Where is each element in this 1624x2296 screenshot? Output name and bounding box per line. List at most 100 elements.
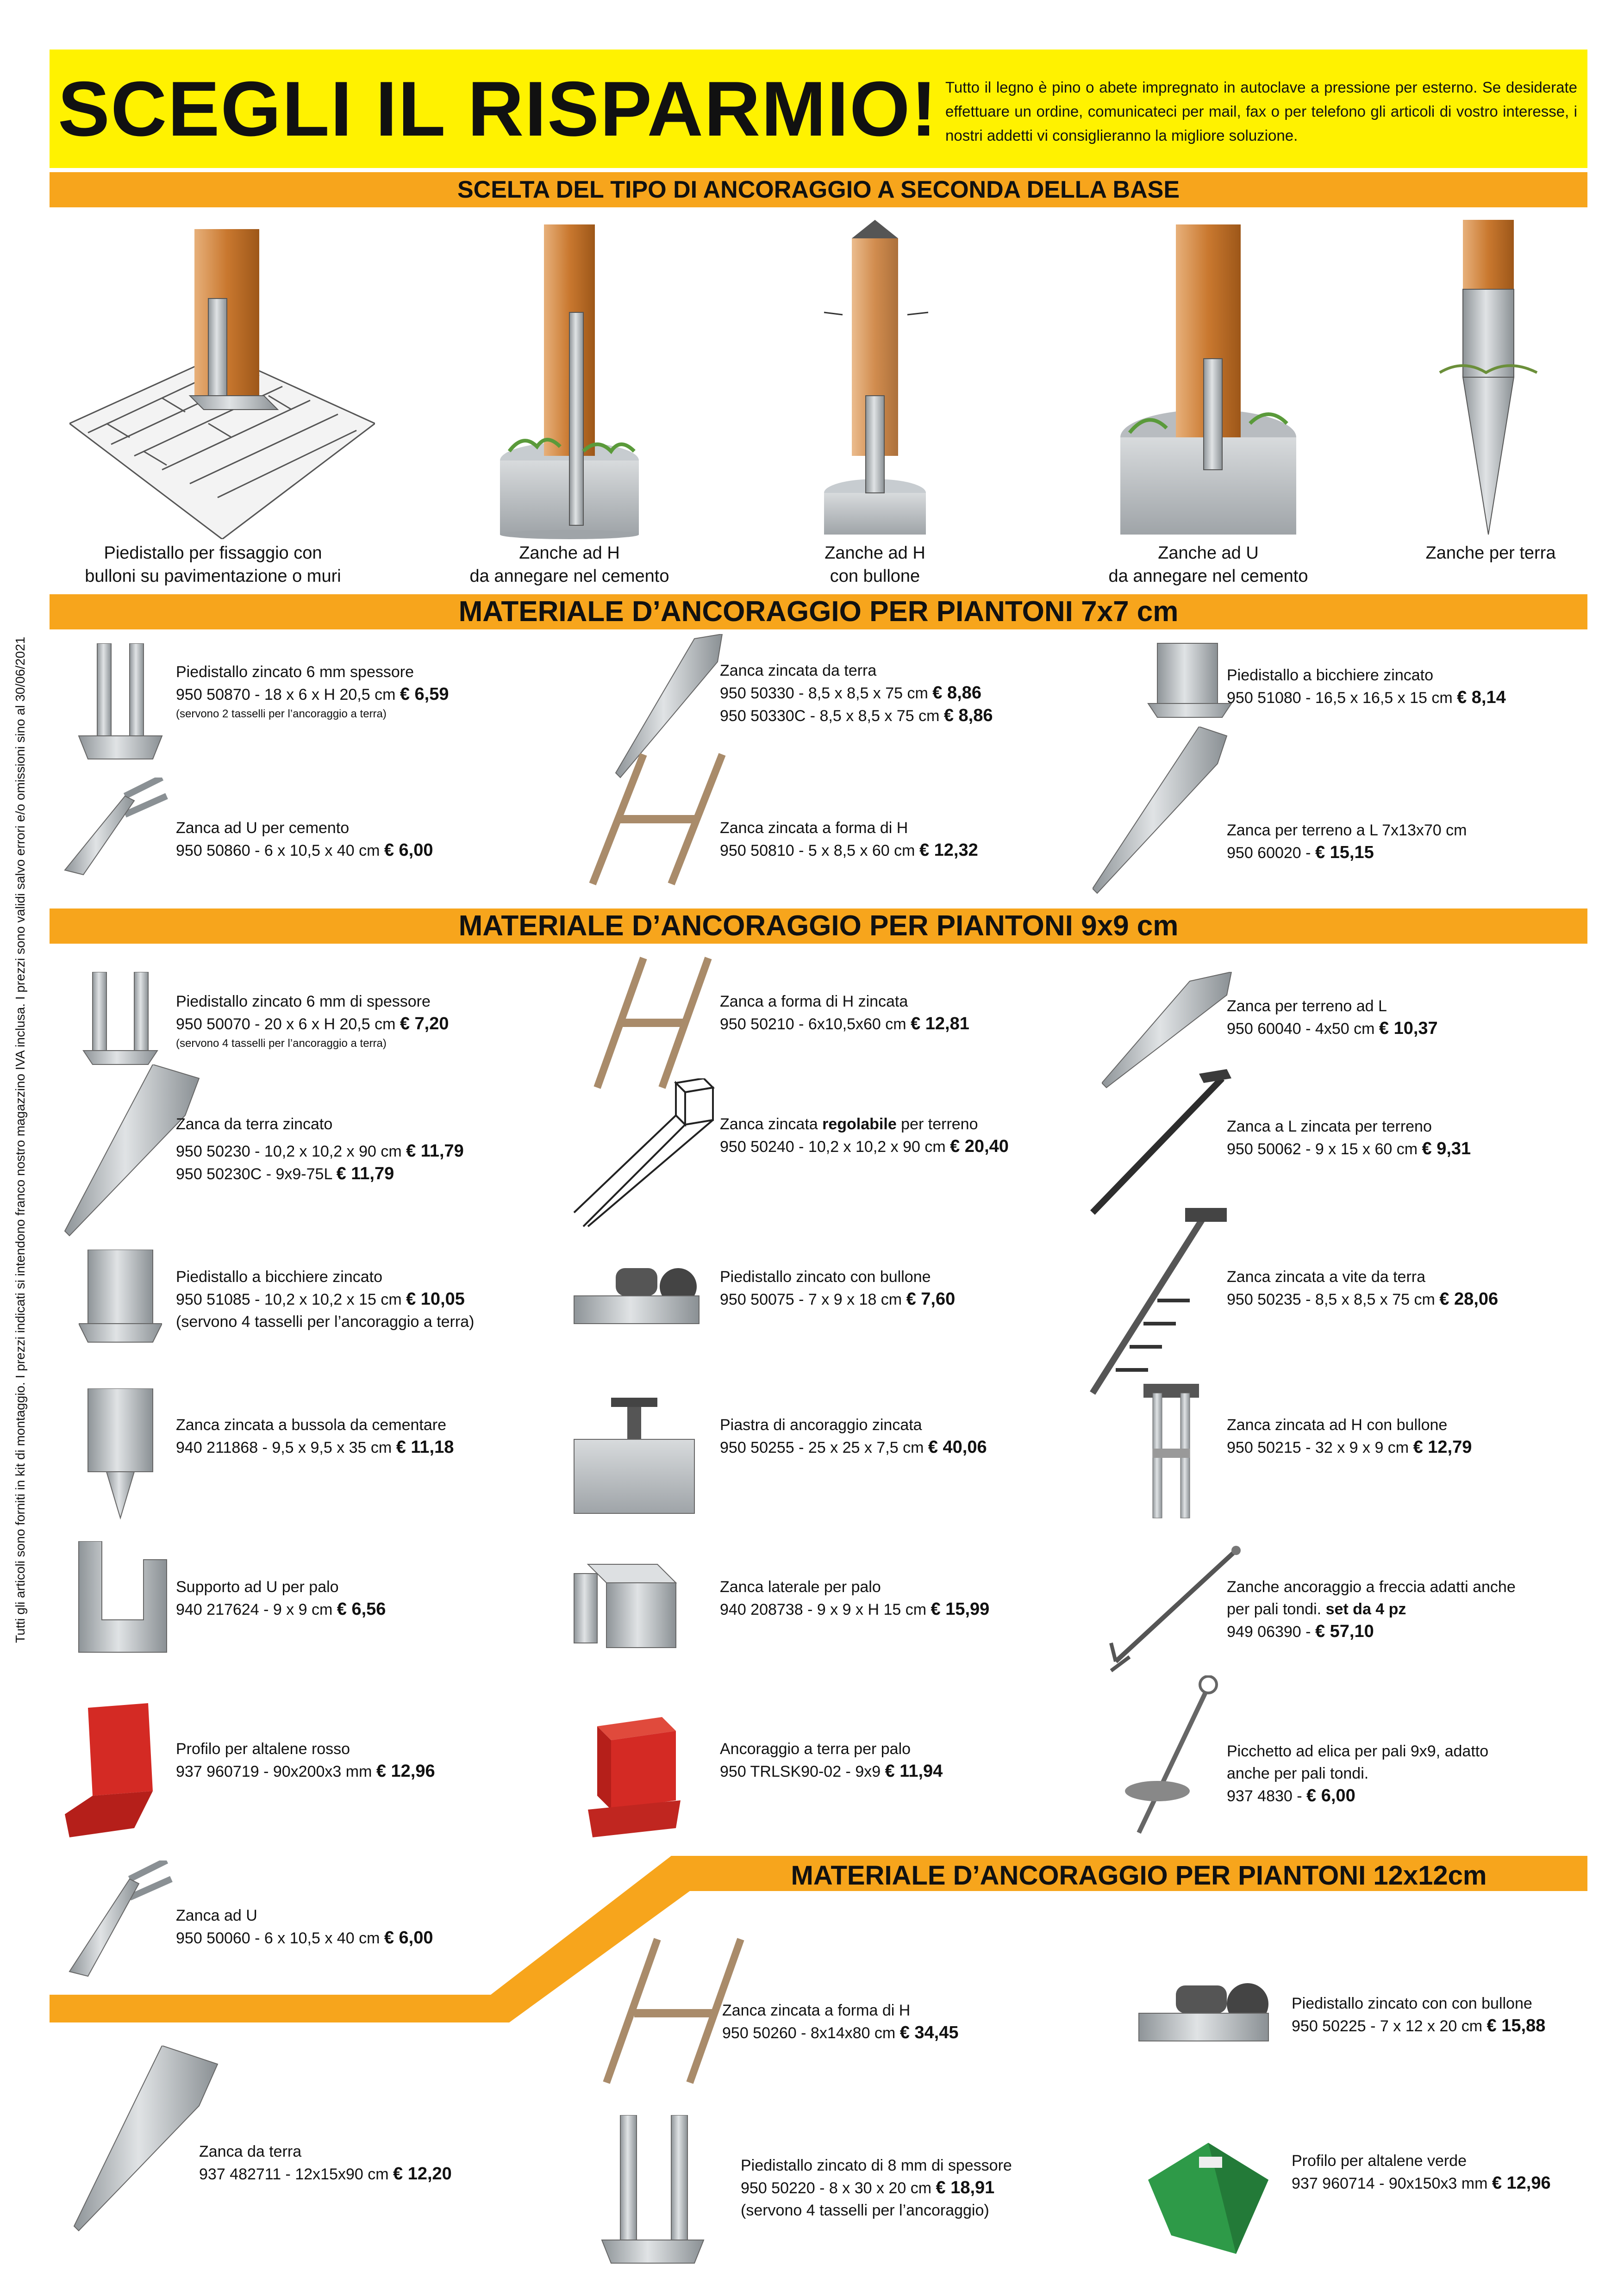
product-code-line: 950 50230C - 9x9-75L € 11,79 <box>176 1163 464 1185</box>
product-name: per pali tondi. set da 4 pz <box>1227 1598 1516 1620</box>
product-7x7-2: Zanca zincata da terra 950 50330 - 8,5 x… <box>720 660 993 727</box>
product-code: 950 50870 - 18 x 6 x H 20,5 cm <box>176 686 396 703</box>
red-swing-profile-image <box>65 1703 153 1837</box>
product-9x9-10: Zanca zincata a bussola da cementare 940… <box>176 1414 454 1459</box>
product-code-line: 937 482711 - 12x15x90 cm € 12,20 <box>199 2163 452 2185</box>
product-price: € 15,99 <box>931 1599 990 1619</box>
product-code: 950 50230C - 9x9-75L <box>176 1165 332 1183</box>
product-price: € 12,96 <box>1492 2173 1551 2193</box>
product-code: 950 60040 - 4x50 cm <box>1227 1020 1375 1038</box>
product-price: € 28,06 <box>1439 1289 1499 1309</box>
product-price: € 7,20 <box>400 1014 449 1033</box>
product-code: 950 50810 - 5 x 8,5 x 60 cm <box>720 842 915 859</box>
product-code: 950 50060 - 6 x 10,5 x 40 cm <box>176 1929 380 1947</box>
product-code: 940 211868 - 9,5 x 9,5 x 35 cm <box>176 1439 392 1456</box>
product-code: 950 50330C - 8,5 x 8,5 x 75 cm <box>720 707 940 725</box>
product-price: € 11,79 <box>336 1164 394 1183</box>
product-name: Zanca zincata a vite da terra <box>1227 1268 1426 1286</box>
product-12x12-2: Piedistallo zincato con con bullone 950 … <box>1292 1992 1545 2037</box>
product-name-bold: set da 4 pz <box>1325 1600 1406 1618</box>
product-code: 950 50860 - 6 x 10,5 x 40 cm <box>176 842 380 859</box>
product-12x12-3: Piedistallo zincato di 8 mm di spessore … <box>741 2154 1012 2221</box>
product-code: 950 50215 - 32 x 9 x 9 cm <box>1227 1439 1409 1456</box>
product-code-line: 950 50062 - 9 x 15 x 60 cm € 9,31 <box>1227 1138 1471 1160</box>
product-7x7-3: Piedistallo a bicchiere zincato 950 5108… <box>1227 664 1506 709</box>
product-code-line: 937 960719 - 90x200x3 mm € 12,96 <box>176 1760 435 1783</box>
product-price: € 12,32 <box>919 840 978 860</box>
screw-ground-anchor-image <box>1090 1208 1227 1395</box>
product-7x7-1: Piedistallo zincato 6 mm spessore 950 50… <box>176 661 449 722</box>
h-anchor-bolt-illustration <box>824 220 929 535</box>
product-price: € 15,15 <box>1315 843 1374 862</box>
product-name: Zanca zincata regolabile per terreno <box>720 1113 1009 1135</box>
caption-line: da annegare nel cemento <box>469 566 669 586</box>
product-price: € 12,79 <box>1413 1437 1472 1457</box>
product-code: 937 960719 - 90x200x3 mm <box>176 1763 372 1780</box>
base-type-caption-4: Zanche ad U da annegare nel cemento <box>1065 541 1352 588</box>
section-heading-7x7: MATERIALE D’ANCORAGGIO PER PIANTONI 7x7 … <box>50 594 1587 629</box>
caption-line: con bullone <box>830 566 920 586</box>
anchor-plate-image <box>574 1398 695 1514</box>
product-name: Ancoraggio a terra per palo <box>720 1740 911 1758</box>
product-price: € 8,14 <box>1457 688 1506 707</box>
product-name: Profilo per altalene rosso <box>176 1740 350 1758</box>
product-9x9-4: Zanca da terra zincato 950 50230 - 10,2 … <box>176 1113 464 1185</box>
product-9x9-1: Piedistallo zincato 6 mm di spessore 950… <box>176 990 449 1052</box>
product-code-line: 950 TRLSK90-02 - 9x9 € 11,94 <box>720 1760 943 1783</box>
product-code-line: 950 50810 - 5 x 8,5 x 60 cm € 12,32 <box>720 839 978 862</box>
product-name: Piedistallo zincato con con bullone <box>1292 1995 1532 2012</box>
side-post-anchor-image <box>574 1564 677 1648</box>
caption-line: Zanche ad U <box>1158 543 1259 563</box>
product-code: 937 482711 - 12x15x90 cm <box>199 2165 389 2183</box>
product-code-line: 950 50260 - 8x14x80 cm € 34,45 <box>722 2022 959 2044</box>
l-bracket-spike-image <box>1090 1069 1231 1215</box>
header-banner: SCEGLI IL RISPARMIO! Tutto il legno è pi… <box>50 50 1587 168</box>
pedestal-image <box>82 972 158 1065</box>
helix-peg-image <box>1125 1675 1218 1834</box>
product-name: Profilo per altalene verde <box>1292 2152 1467 2170</box>
pedestal-image <box>78 643 163 759</box>
product-price: € 8,86 <box>943 706 993 725</box>
product-name: Zanca laterale per palo <box>720 1578 881 1596</box>
product-code: 950 50070 - 20 x 6 x H 20,5 cm <box>176 1015 396 1033</box>
product-code: 950 50220 - 8 x 30 x 20 cm <box>741 2179 932 2197</box>
product-code: 950 50225 - 7 x 12 x 20 cm <box>1292 2017 1483 2035</box>
product-7x7-4: Zanca ad U per cemento 950 50860 - 6 x 1… <box>176 817 433 862</box>
product-code: 937 4830 - <box>1227 1787 1302 1805</box>
product-note: (servono 4 tasselli per l’ancoraggio a t… <box>176 1313 475 1331</box>
product-name: Zanca zincata a bussola da cementare <box>176 1416 447 1434</box>
product-name: Supporto ad U per palo <box>176 1578 339 1596</box>
product-name: Picchetto ad elica per pali 9x9, adatto <box>1227 1742 1489 1760</box>
product-code: 950 50062 - 9 x 15 x 60 cm <box>1227 1140 1418 1158</box>
product-name: Piedistallo zincato con bullone <box>720 1268 931 1286</box>
product-price: € 18,91 <box>936 2178 995 2197</box>
product-price: € 8,86 <box>932 683 981 703</box>
product-code: 950 50260 - 8x14x80 cm <box>722 2024 896 2042</box>
page-title: SCEGLI IL RISPARMIO! <box>58 65 938 152</box>
cup-pedestal-image <box>79 1250 162 1343</box>
product-price: € 6,00 <box>384 840 433 860</box>
paving-pedestal-illustration <box>69 229 375 539</box>
product-code-line: 950 50070 - 20 x 6 x H 20,5 cm € 7,20 <box>176 1013 449 1035</box>
product-code: 950 51080 - 16,5 x 16,5 x 15 cm <box>1227 689 1453 707</box>
u-anchor-image <box>64 778 168 876</box>
product-code: 950 51085 - 10,2 x 10,2 x 15 cm <box>176 1291 402 1308</box>
product-code: 940 217624 - 9 x 9 cm <box>176 1601 333 1618</box>
product-code-line: 950 50225 - 7 x 12 x 20 cm € 15,88 <box>1292 2015 1545 2037</box>
product-name: Zanca zincata ad H con bullone <box>1227 1416 1448 1434</box>
h-anchor-image <box>593 957 712 1089</box>
h-anchor-concrete-illustration <box>500 224 639 539</box>
product-7x7-5: Zanca zincata a forma di H 950 50810 - 5… <box>720 817 978 862</box>
product-name: Piedistallo a bicchiere zincato <box>176 1268 383 1286</box>
product-9x9-11: Piastra di ancoraggio zincata 950 50255 … <box>720 1414 987 1459</box>
product-code-line: 950 50230 - 10,2 x 10,2 x 90 cm € 11,79 <box>176 1140 464 1163</box>
product-price: € 11,79 <box>406 1141 464 1161</box>
product-name: Zanca ad U <box>176 1907 257 1924</box>
green-swing-profile-image <box>1148 2143 1268 2254</box>
section-heading-9x9: MATERIALE D’ANCORAGGIO PER PIANTONI 9x9 … <box>50 908 1587 944</box>
product-price: € 7,60 <box>906 1289 956 1309</box>
product-9x9-16: Profilo per altalene rosso 937 960719 - … <box>176 1738 435 1783</box>
product-name: Piedistallo zincato 6 mm di spessore <box>176 993 431 1010</box>
product-price: € 6,00 <box>384 1928 433 1948</box>
